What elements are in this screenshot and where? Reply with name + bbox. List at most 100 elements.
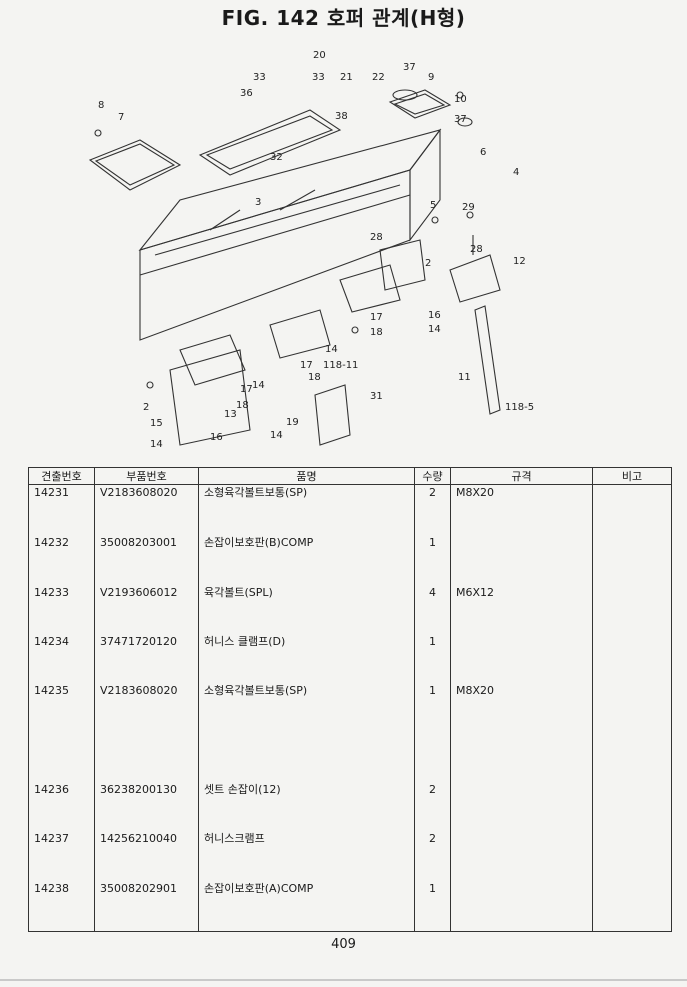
svg-text:118-5: 118-5	[505, 402, 534, 413]
svg-text:32: 32	[270, 152, 283, 163]
cell-part-name: 소형육각볼트보통(SP)	[198, 484, 415, 536]
cell-part-name: 허니스크램프	[198, 831, 415, 881]
cell-part-name: 육각볼트(SPL)	[198, 584, 415, 635]
cell-part-no: 37471720120	[94, 634, 199, 684]
cell-spec: M8X20	[450, 484, 593, 536]
lid-9	[388, 89, 452, 119]
svg-text:38: 38	[335, 111, 348, 122]
chute-b	[269, 309, 331, 359]
svg-text:18: 18	[370, 327, 383, 338]
cell-part-name: 소형육각볼트보통(SP)	[198, 683, 415, 733]
header-part-name: 품명	[198, 467, 415, 485]
cell-index-no: 14234	[28, 634, 95, 684]
svg-text:2: 2	[143, 402, 149, 413]
svg-text:18: 18	[308, 372, 321, 383]
header-index-no: 견출번호	[28, 467, 95, 485]
table-row: 14233 V2193606012 육각볼트(SPL) 4 M6X12	[28, 584, 672, 635]
svg-text:3: 3	[255, 197, 261, 208]
lower-cover	[169, 349, 251, 446]
svg-text:20: 20	[313, 50, 326, 61]
chute-c	[339, 264, 401, 313]
bracket-11	[474, 305, 501, 415]
svg-text:4: 4	[513, 167, 519, 178]
cell-quantity	[414, 732, 451, 782]
cell-part-name: 손잡이보호판(A)COMP	[198, 880, 415, 930]
cell-part-no: V2183608020	[94, 683, 199, 733]
svg-text:16: 16	[210, 432, 223, 443]
svg-text:2: 2	[425, 258, 431, 269]
header-spec: 규격	[450, 467, 593, 485]
lid-7	[88, 139, 182, 191]
cell-part-no	[94, 732, 199, 782]
svg-text:17: 17	[240, 384, 253, 395]
cell-remarks	[592, 781, 672, 832]
svg-text:37: 37	[454, 114, 467, 125]
cell-index-no: 14235	[28, 683, 95, 733]
cell-quantity: 2	[414, 484, 451, 536]
svg-text:10: 10	[454, 94, 467, 105]
cell-part-no: V2183608020	[94, 484, 199, 536]
cell-index-no	[28, 732, 95, 782]
plate-118-11	[314, 384, 351, 446]
cell-part-no: 14256210040	[94, 831, 199, 881]
cell-quantity: 1	[414, 880, 451, 930]
svg-text:14: 14	[325, 344, 338, 355]
svg-text:36: 36	[240, 88, 253, 99]
cell-part-no: 35008202901	[94, 880, 199, 930]
svg-text:33: 33	[312, 72, 325, 83]
svg-text:19: 19	[286, 417, 299, 428]
cell-remarks	[592, 634, 672, 684]
svg-text:28: 28	[370, 232, 383, 243]
svg-text:21: 21	[340, 72, 353, 83]
table-row	[28, 732, 672, 782]
svg-text:13: 13	[224, 409, 237, 420]
figure-title: FIG. 142 호퍼 관계(H형)	[221, 6, 466, 30]
svg-text:18: 18	[236, 400, 249, 411]
cell-spec	[450, 732, 593, 782]
svg-text:7: 7	[118, 112, 124, 123]
diagram-drawing: 20 33 33 21 22 37 9 10 37 36 38 8 7 32 6…	[88, 50, 534, 450]
cell-index-no: 14232	[28, 535, 95, 585]
cell-quantity: 1	[414, 683, 451, 733]
chute-d	[379, 239, 426, 291]
cell-index-no: 14231	[28, 484, 95, 536]
cell-remarks	[592, 683, 672, 733]
table-row: 14232 35008203001 손잡이보호판(B)COMP 1	[28, 535, 672, 585]
cell-quantity: 2	[414, 781, 451, 832]
svg-text:28: 28	[470, 244, 483, 255]
cell-remarks	[592, 484, 672, 536]
cell-quantity: 2	[414, 831, 451, 881]
cell-index-no: 14236	[28, 781, 95, 832]
cell-remarks	[592, 584, 672, 635]
svg-text:118-11: 118-11	[323, 360, 358, 371]
exploded-parts-diagram: 20 33 33 21 22 37 9 10 37 36 38 8 7 32 6…	[80, 40, 580, 460]
hopper-top-frame	[138, 129, 442, 252]
table-row: 14238 35008202901 손잡이보호판(A)COMP 1	[28, 880, 672, 930]
cell-part-name: 허니스 클램프(D)	[198, 634, 415, 684]
svg-text:5: 5	[430, 200, 436, 211]
ring-37	[392, 89, 418, 101]
cell-index-no: 14238	[28, 880, 95, 930]
svg-text:14: 14	[252, 380, 265, 391]
cell-remarks	[592, 880, 672, 930]
svg-text:11: 11	[458, 372, 471, 383]
svg-text:8: 8	[98, 100, 104, 111]
header-part-no: 부품번호	[94, 467, 199, 485]
lid-20	[198, 109, 342, 176]
svg-text:14: 14	[270, 430, 283, 441]
cell-spec: M6X12	[450, 584, 593, 635]
table-row: 14237 14256210040 허니스크램프 2	[28, 831, 672, 881]
hopper-side-panel	[409, 128, 441, 242]
cell-remarks	[592, 535, 672, 585]
cell-quantity: 1	[414, 634, 451, 684]
parts-table: 견출번호 부품번호 품명 수량 규격 비고 14231 V2183608020 …	[28, 467, 672, 932]
cell-part-no: 36238200130	[94, 781, 199, 832]
cell-quantity: 4	[414, 584, 451, 635]
svg-text:16: 16	[428, 310, 441, 321]
cell-part-no: 35008203001	[94, 535, 199, 585]
table-header-row: 견출번호 부품번호 품명 수량 규격 비고	[28, 467, 672, 485]
svg-text:37: 37	[403, 62, 416, 73]
cell-index-no: 14237	[28, 831, 95, 881]
svg-text:6: 6	[480, 147, 486, 158]
header-quantity: 수량	[414, 467, 451, 485]
